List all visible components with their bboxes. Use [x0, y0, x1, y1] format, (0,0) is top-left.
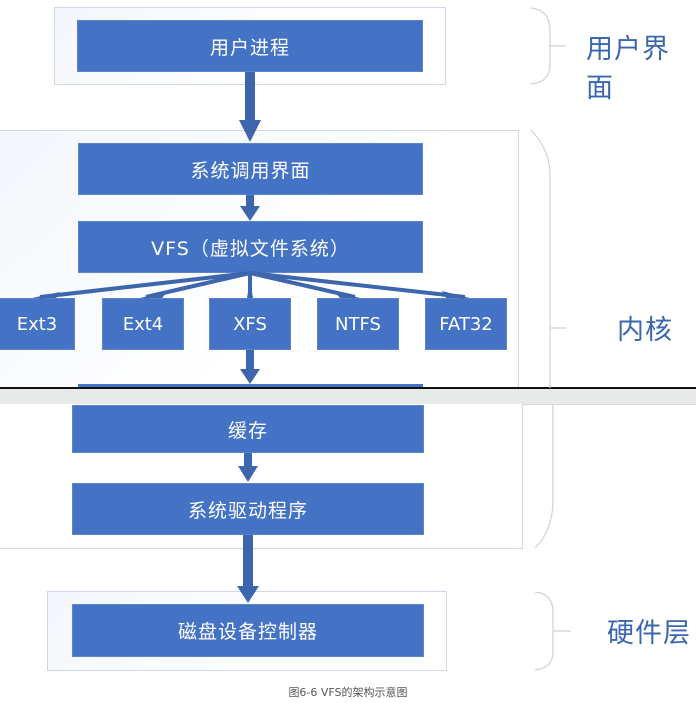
disk-controller-box: 磁盘设备控制器 [72, 604, 424, 657]
syscall-interface-box: 系统调用界面 [78, 143, 423, 195]
fs-box-fat32: FAT32 [425, 298, 507, 350]
fs-box-ntfs: NTFS [317, 298, 399, 350]
figure-caption: 图6-6 VFS的架构示意图 [288, 686, 408, 699]
cache-box: 缓存 [72, 405, 424, 453]
stitch-separator-band [0, 389, 696, 405]
vfs-box: VFS（虚拟文件系统） [78, 221, 423, 273]
kernel-layer-bracket [530, 129, 566, 388]
fs-box-ext4: Ext4 [102, 298, 184, 350]
user-process-box: 用户进程 [77, 20, 423, 72]
hardware-layer-label: 硬件层 [607, 618, 691, 649]
cache-box-top-edge [78, 384, 423, 388]
user-layer-bracket [530, 7, 566, 85]
system-driver-box: 系统驱动程序 [72, 483, 424, 535]
fs-box-xfs: XFS [209, 298, 291, 350]
kernel-layer-bracket-bottom [534, 404, 554, 549]
fs-box-ext3: Ext3 [0, 298, 75, 350]
stitch-separator-line [0, 387, 696, 389]
kernel-layer-label: 内核 [617, 315, 673, 346]
user-layer-label: 用户界面 [586, 34, 670, 104]
hardware-layer-bracket [534, 591, 571, 671]
